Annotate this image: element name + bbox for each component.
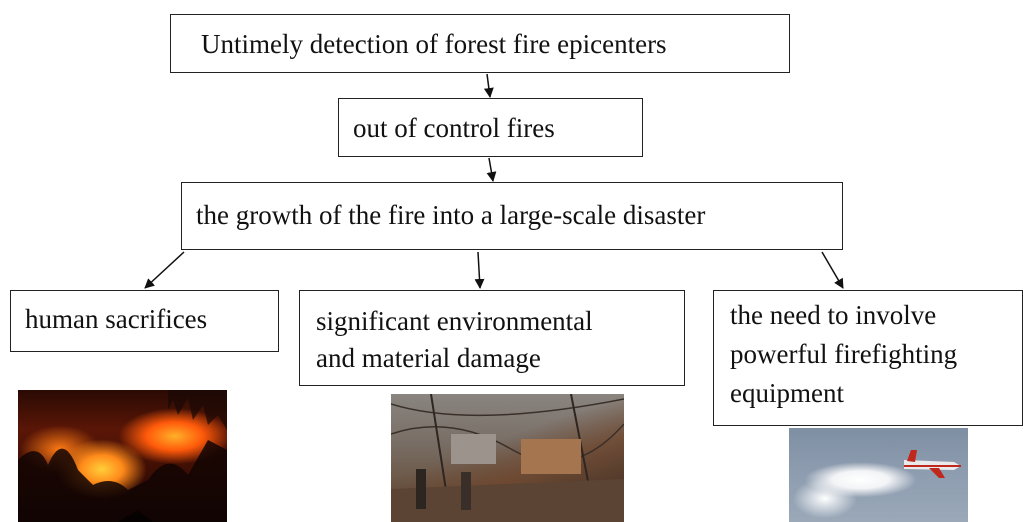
node-human-sacrifices-text: human sacrifices [25, 304, 208, 334]
arrow-ooc-to-growth [486, 157, 497, 182]
node-fire-growth: the growth of the fire into a large-scal… [181, 182, 843, 250]
node-human-sacrifices: human sacrifices [10, 290, 279, 352]
node-firefighting-equipment-line1: the need to involve [730, 300, 937, 330]
node-firefighting-equipment: the need to involve powerful firefightin… [713, 290, 1023, 426]
node-untimely-detection-text: Untimely detection of forest fire epicen… [201, 29, 667, 59]
node-fire-growth-text: the growth of the fire into a large-scal… [196, 200, 706, 230]
burned-houses-photo [391, 394, 624, 522]
arrow-growth-to-human [144, 251, 185, 289]
node-firefighting-equipment-line3: equipment [730, 378, 844, 408]
forest-fire-photo [18, 390, 227, 522]
arrow-top-to-ooc [483, 73, 494, 98]
node-environmental-damage: significant environmental and material d… [299, 290, 685, 386]
node-environmental-damage-line1: significant environmental [316, 306, 593, 336]
node-environmental-damage-line2: and material damage [316, 343, 541, 373]
node-firefighting-equipment-line2: powerful firefighting [730, 339, 958, 369]
forest-fire-silhouette [18, 390, 227, 522]
arrow-growth-to-need [821, 251, 844, 289]
aircraft-silhouette [904, 450, 961, 478]
node-out-of-control-fires-text: out of control fires [353, 113, 555, 143]
arrow-growth-to-environment [474, 251, 485, 289]
node-out-of-control-fires: out of control fires [338, 98, 643, 157]
burned-houses-silhouette [391, 394, 624, 522]
node-untimely-detection: Untimely detection of forest fire epicen… [170, 14, 790, 73]
firefighting-aircraft-photo [789, 428, 968, 522]
